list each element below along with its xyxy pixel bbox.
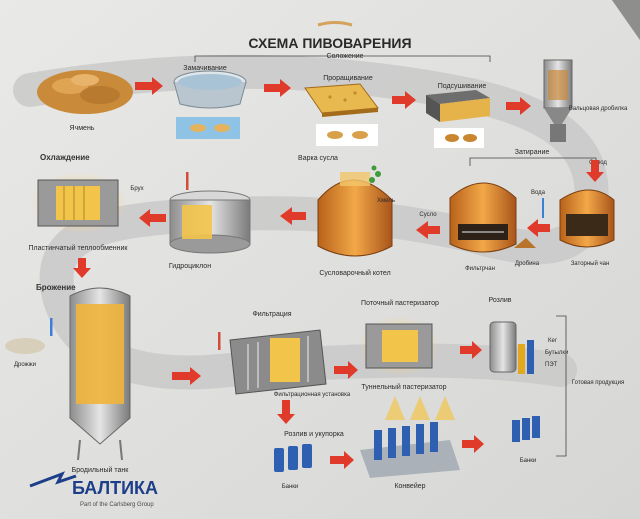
label-fermentation-tank: Бродильный танк: [72, 466, 130, 474]
brand-sub: Part of the Carlsberg Group: [80, 502, 154, 508]
thermometer-ferment: [50, 318, 53, 336]
tunnel-pasteurizer: [385, 396, 455, 420]
arrow-filtertun-kettle: [416, 221, 440, 239]
label-hops: Хмель: [377, 198, 395, 204]
wort-kettle: [317, 172, 393, 257]
label-grain: Дробина: [515, 261, 540, 267]
fermentation-tank: [69, 287, 131, 461]
arrow-kilning-crusher: [506, 97, 531, 115]
label-wort-kettle: Сусловарочный котел: [319, 269, 390, 277]
finished-bracket: [556, 315, 567, 457]
page-title: СХЕМА ПИВОВАРЕНИЯ: [248, 35, 411, 51]
arrow-filtration-packing: [277, 400, 295, 424]
label-bottling-packing: Розлив и укупорка: [284, 431, 344, 438]
cans-finished: [512, 416, 540, 442]
label-conveyor: Конвейер: [394, 482, 425, 490]
label-filter-unit: Фильтрационная установка: [274, 392, 351, 398]
kilning-box: [426, 90, 490, 122]
label-kilning: Подсушивание: [438, 83, 487, 90]
label-pet: ПЭТ: [545, 362, 558, 368]
arrow-barley-steeping: [135, 77, 163, 95]
arrow-exchanger-fermentation: [73, 258, 91, 278]
arrow-kettle-hydrocyclone: [280, 207, 306, 225]
label-hydrocyclone: Гидроциклон: [169, 263, 211, 270]
label-keg: Кег: [548, 338, 558, 344]
label-barley: Ячмень: [70, 125, 95, 132]
label-filter-tun: Фильтрчан: [465, 266, 495, 272]
label-steeping: Замачивание: [183, 65, 227, 72]
brand-name: БАЛТИКА: [72, 478, 158, 498]
arrow-mashtun-filtertun: [527, 219, 550, 237]
malt-crusher: [543, 59, 573, 142]
label-cans-right: Банки: [520, 458, 537, 464]
filtration-unit: [229, 329, 327, 395]
label-flow-pasteurizer: Поточный пастеризатор: [361, 299, 439, 307]
wall-edge: [612, 0, 640, 40]
barley-pile: [37, 70, 133, 114]
plate-exchanger: [30, 172, 128, 234]
kilning-inset: [434, 128, 484, 148]
hops-icon: [369, 165, 381, 183]
arrow-hydrocyclone-exchanger: [139, 209, 166, 227]
label-wort: Сусло: [419, 212, 437, 218]
arrow-steeping-germination: [264, 79, 291, 97]
steeping-tank: [173, 70, 247, 109]
title-accent: [317, 21, 353, 27]
label-trub: Брух: [130, 186, 143, 192]
label-yeast: Дрожжи: [14, 362, 36, 368]
label-bottling: Розлив: [488, 297, 511, 304]
flow-pasteurizer: [358, 316, 440, 376]
label-tunnel-pasteurizer: Туннельный пастеризатор: [361, 383, 446, 391]
section-finished: Готовая продукция: [572, 380, 624, 386]
baltika-logo: БАЛТИКА Part of the Carlsberg Group: [29, 471, 158, 508]
label-water: Вода: [531, 190, 546, 196]
label-cans-left: Банки: [282, 484, 299, 490]
germination-inset: [316, 124, 378, 146]
arrow-tank-filtration: [172, 367, 201, 385]
keg-and-bottles: [489, 321, 534, 374]
label-mash-tun: Заторный чан: [571, 260, 610, 267]
conveyor-cans: [360, 422, 460, 478]
yeast-pile: [5, 338, 45, 354]
thermometer-filtration: [218, 332, 221, 350]
grain-steeping-inset: [176, 117, 240, 139]
arrow-filtration-pasteurizer: [334, 361, 358, 379]
mash-tun: [559, 189, 615, 248]
arrow-pasteurizer-bottling: [460, 341, 482, 359]
label-malt-crusher: Вальцовая дробилка: [569, 106, 628, 112]
section-fermentation: Брожение: [36, 283, 76, 292]
thermometer-hydrocyclone: [186, 172, 189, 190]
arrow-germination-kilning: [392, 91, 416, 109]
label-bottles: Бутылки: [545, 350, 568, 356]
arrow-conveyor-cans: [462, 435, 484, 453]
grain-heap: [514, 238, 536, 248]
label-wort-boiling: Варка сусла: [298, 155, 338, 162]
label-filtration: Фильтрация: [252, 311, 291, 318]
section-cooling: Охлаждение: [40, 153, 90, 162]
water-inlet: [542, 198, 544, 218]
arrow-crusher-mashtun: [586, 160, 604, 182]
section-mashing: Затирание: [515, 149, 550, 156]
solozhenie-bracket: [194, 55, 491, 62]
label-plate-exchanger: Пластинчатый теплообменник: [29, 244, 129, 252]
filter-tun: [449, 182, 517, 253]
label-germination: Проращивание: [323, 75, 373, 82]
germination-bed: [304, 83, 379, 117]
section-solozhenie: Соложение: [326, 53, 363, 60]
arrow-cans-conveyor: [330, 451, 354, 469]
cans-left: [274, 444, 312, 472]
hydrocyclone: [169, 190, 251, 254]
